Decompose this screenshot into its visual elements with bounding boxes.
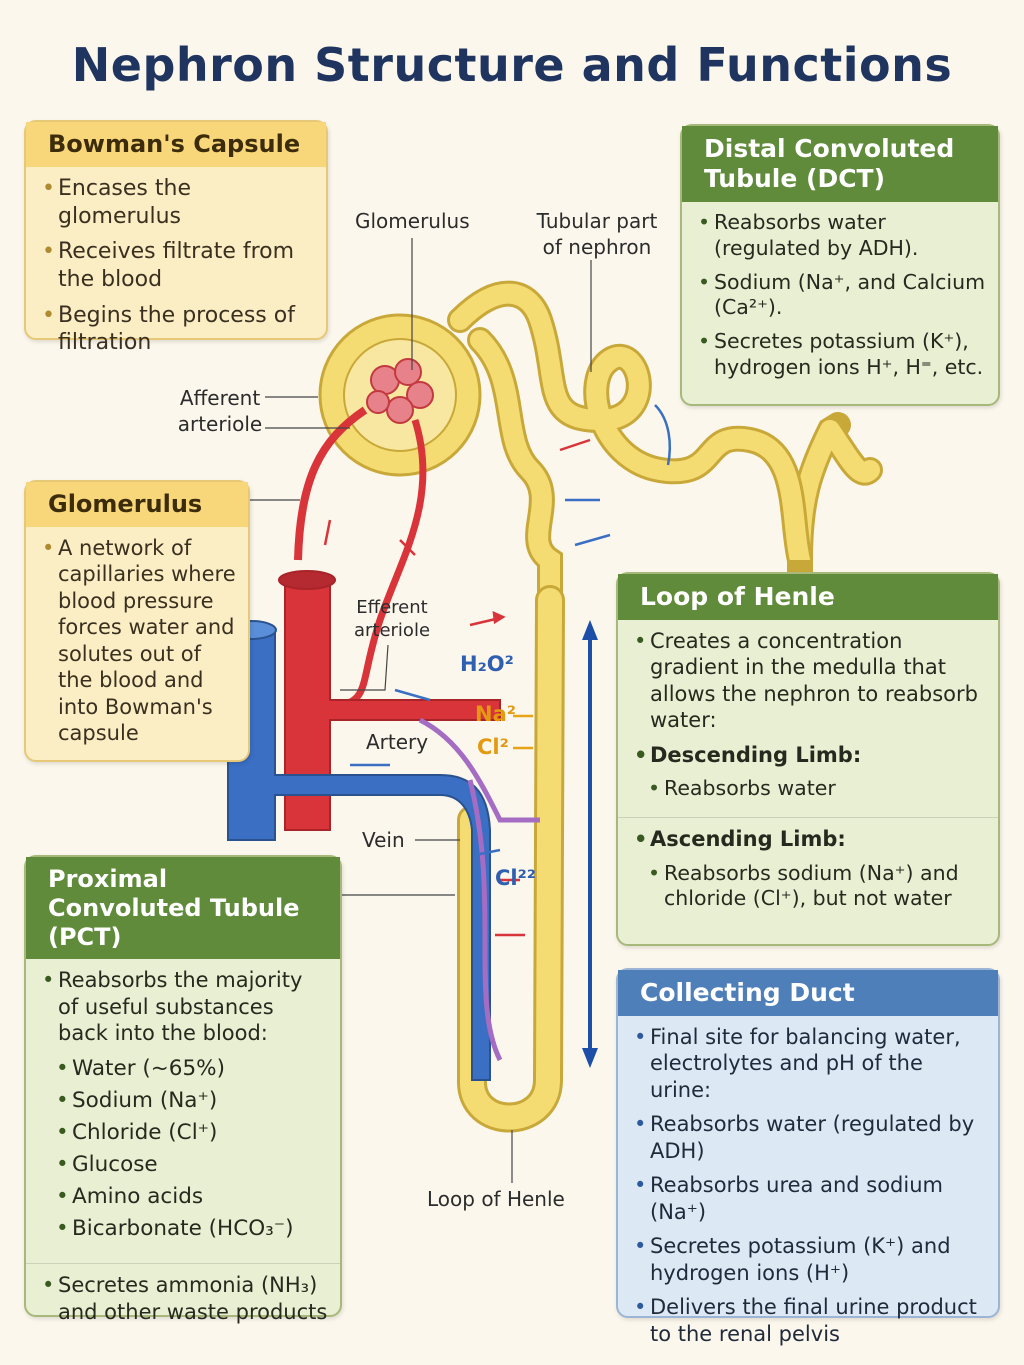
collecting-item-4: Secretes potassium (K⁺) and hydrogen ion… <box>632 1233 986 1286</box>
label-artery: Artery <box>366 730 429 754</box>
loop-separator <box>618 817 998 819</box>
dct-header: Distal Convoluted Tubule (DCT) <box>682 126 998 202</box>
artery-opening <box>278 570 336 590</box>
ion-arrows-orange <box>513 714 533 750</box>
efferent-arteriole <box>339 418 427 709</box>
ion-cl: Cl² <box>477 735 509 759</box>
glomerulus-item-1: A network of capillaries where blood pre… <box>40 535 236 747</box>
pct-secretes: Secretes ammonia (NH₃) and other waste p… <box>40 1272 328 1325</box>
label-glomerulus: Glomerulus <box>355 209 470 233</box>
pct-tubule <box>470 330 560 610</box>
afferent-arteriole <box>294 406 368 561</box>
pct-sub-water: Water (~65%) <box>40 1055 328 1082</box>
label-efferent-arteriole: Efferent arteriole <box>353 597 431 642</box>
pct-intro: Reabsorbs the majority of useful substan… <box>40 967 328 1046</box>
pct-sub-chloride: Chloride (Cl⁺) <box>40 1119 328 1146</box>
ion-cl-2: Cl²² <box>495 866 537 890</box>
pct-sub-sodium: Sodium (Na⁺) <box>40 1087 328 1114</box>
loop-intro: Creates a concentration gradient in the … <box>632 628 986 734</box>
artery-vessel <box>284 579 501 831</box>
leader-lines <box>250 238 592 1183</box>
loop-of-henle <box>460 588 562 1130</box>
vein-vessel <box>227 629 491 1081</box>
dct-item-3: Secretes potassium (K⁺), hydrogen ions H… <box>696 329 986 381</box>
peritubular-capillary <box>418 717 540 1062</box>
pct-header: Proximal Convoluted Tubule (PCT) <box>26 857 340 960</box>
loop-header: Loop of Henle <box>618 574 998 620</box>
pct-separator <box>26 1263 340 1265</box>
pct-box: Proximal Convoluted Tubule (PCT) Reabsor… <box>24 855 342 1324</box>
dct-tubule <box>450 283 810 570</box>
ion-h2o: H₂O² <box>460 652 514 676</box>
label-loop-of-henle: Loop of Henle <box>427 1187 565 1211</box>
reabsorption-arrows-red <box>323 438 591 937</box>
collecting-item-5: Delivers the final urine product to the … <box>632 1294 986 1347</box>
pct-sub-bicarbonate: Bicarbonate (HCO₃⁻) <box>40 1215 328 1242</box>
collecting-item-1: Final site for balancing water, electrol… <box>632 1024 986 1103</box>
page-title: Nephron Structure and Functions <box>71 38 953 92</box>
bowmans-item-2: Receives filtrate from the blood <box>40 238 314 293</box>
glomerulus-box: Glomerulus A network of capillaries wher… <box>24 480 250 762</box>
bowmans-capsule-box: Bowman's Capsule Encases the glomerulus … <box>24 120 328 355</box>
dct-item-1: Reabsorbs water (regulated by ADH). <box>696 210 986 262</box>
pct-sub-amino-acids: Amino acids <box>40 1183 328 1210</box>
gradient-arrow <box>582 620 598 1068</box>
collecting-header: Collecting Duct <box>618 970 998 1016</box>
loop-of-henle-box: Loop of Henle Creates a concentration gr… <box>616 572 1000 946</box>
dct-box: Distal Convoluted Tubule (DCT) Reabsorbs… <box>680 124 1000 406</box>
glomerulus-header: Glomerulus <box>26 482 248 527</box>
secretion-arrows-blue <box>350 404 671 857</box>
label-vein: Vein <box>362 828 405 852</box>
label-afferent-arteriole: Afferent arteriole <box>177 386 263 436</box>
collecting-duct-box: Collecting Duct Final site for balancing… <box>616 968 1000 1346</box>
bowmans-item-1: Encases the glomerulus <box>40 175 314 230</box>
loop-descending-item: Reabsorbs water <box>632 776 986 802</box>
loop-descending: Descending Limb: <box>632 742 986 769</box>
bowmans-item-3: Begins the process of filtration <box>40 302 314 357</box>
pct-sub-glucose: Glucose <box>40 1151 328 1178</box>
collecting-item-2: Reabsorbs water (regulated by ADH) <box>632 1111 986 1164</box>
label-tubular-part: Tubular part of nephron <box>536 209 658 259</box>
ion-na: Na² <box>475 702 516 726</box>
collecting-item-3: Reabsorbs urea and sodium (Na⁺) <box>632 1172 986 1225</box>
dct-item-2: Sodium (Na⁺, and Calcium (Ca²⁺). <box>696 270 986 322</box>
loop-ascending: Ascending Limb: <box>632 826 986 853</box>
bowmans-capsule-header: Bowman's Capsule <box>26 122 326 167</box>
glomerulus-capillaries <box>366 358 434 424</box>
bowmans-capsule-inner <box>343 338 457 452</box>
loop-ascending-item: Reabsorbs sodium (Na⁺) and chloride (Cl⁺… <box>632 861 986 913</box>
